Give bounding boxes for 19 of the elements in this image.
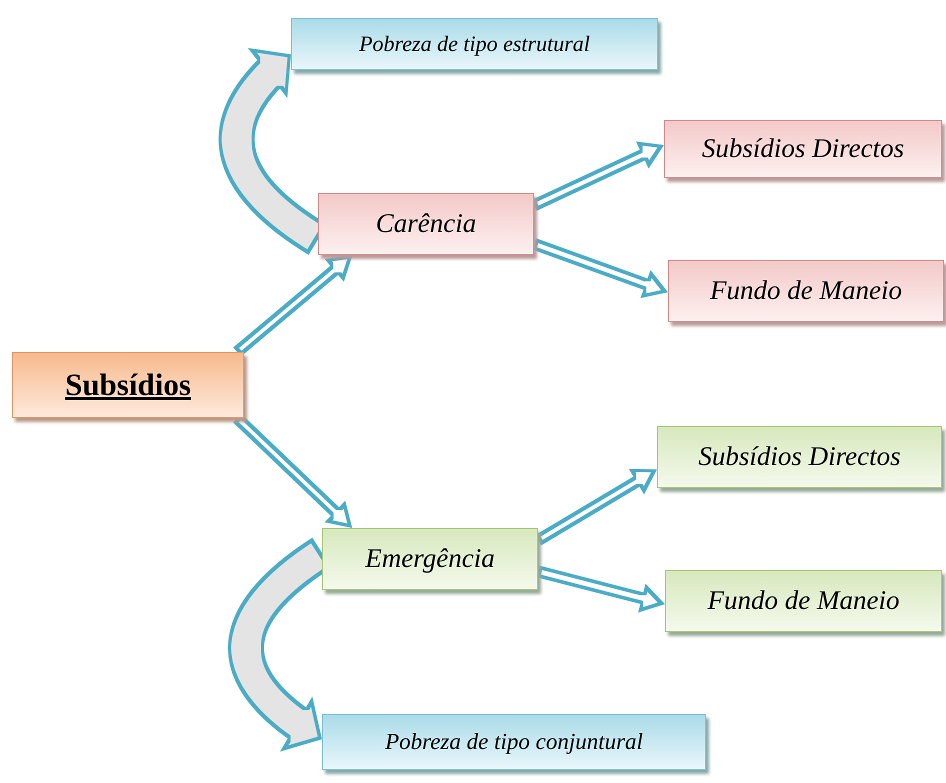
box-label: Fundo de Maneio	[710, 274, 902, 308]
text-box	[291, 18, 658, 70]
text-box	[665, 570, 942, 632]
text-box	[318, 193, 534, 255]
box-label: Subsídios	[65, 366, 191, 404]
text-box	[322, 528, 538, 590]
text-box	[664, 120, 942, 178]
box-label: Subsídios Directos	[698, 440, 901, 474]
box-label: Carência	[376, 207, 476, 240]
box-label: Pobreza de tipo conjuntural	[385, 728, 643, 756]
text-box	[322, 714, 706, 770]
text-box	[12, 352, 244, 418]
text-box	[668, 260, 944, 322]
box-label: Fundo de Maneio	[708, 584, 900, 618]
box-label: Emergência	[365, 542, 495, 576]
block-arrow	[536, 566, 666, 613]
box-label: Subsídios Directos	[702, 132, 904, 166]
box-label: Pobreza de tipo estrutural	[359, 30, 590, 58]
text-box	[657, 426, 942, 488]
